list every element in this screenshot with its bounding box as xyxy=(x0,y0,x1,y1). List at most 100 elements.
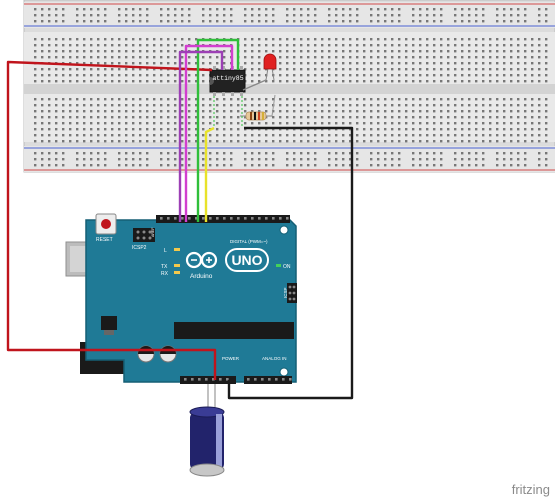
breadboard-hole xyxy=(104,74,107,77)
breadboard-hole xyxy=(496,140,499,143)
breadboard-hole xyxy=(335,104,338,107)
breadboard-hole xyxy=(545,158,548,161)
breadboard-hole xyxy=(62,158,65,161)
breadboard-hole xyxy=(405,134,408,137)
breadboard-hole xyxy=(118,152,121,155)
breadboard-hole xyxy=(41,56,44,59)
breadboard-hole xyxy=(258,164,261,167)
breadboard-hole xyxy=(503,38,506,41)
breadboard-hole xyxy=(335,140,338,143)
breadboard-hole xyxy=(160,158,163,161)
breadboard-hole xyxy=(524,128,527,131)
breadboard-hole xyxy=(202,14,205,17)
breadboard-hole xyxy=(496,122,499,125)
breadboard-hole xyxy=(440,164,443,167)
wire-red-5v xyxy=(6,60,217,380)
breadboard-hole xyxy=(328,158,331,161)
breadboard-hole xyxy=(188,62,191,65)
breadboard-hole xyxy=(342,74,345,77)
breadboard-hole xyxy=(356,20,359,23)
breadboard-hole xyxy=(412,104,415,107)
breadboard-hole xyxy=(468,62,471,65)
breadboard-hole xyxy=(545,134,548,137)
breadboard-hole xyxy=(237,128,240,131)
breadboard-hole xyxy=(384,140,387,143)
breadboard-hole xyxy=(244,38,247,41)
breadboard-hole xyxy=(321,98,324,101)
breadboard-hole xyxy=(405,50,408,53)
breadboard-hole xyxy=(447,134,450,137)
breadboard-hole xyxy=(384,158,387,161)
breadboard-hole xyxy=(419,68,422,71)
breadboard-hole xyxy=(356,62,359,65)
breadboard-hole xyxy=(496,14,499,17)
breadboard-hole xyxy=(279,134,282,137)
breadboard-hole xyxy=(447,80,450,83)
breadboard-hole xyxy=(482,44,485,47)
breadboard-hole xyxy=(433,116,436,119)
breadboard-hole xyxy=(475,152,478,155)
breadboard-hole xyxy=(328,122,331,125)
breadboard-hole xyxy=(90,80,93,83)
breadboard-hole xyxy=(328,98,331,101)
breadboard-hole xyxy=(377,98,380,101)
breadboard-hole xyxy=(146,8,149,11)
breadboard-hole xyxy=(83,14,86,17)
breadboard-hole xyxy=(195,38,198,41)
breadboard-hole xyxy=(230,152,233,155)
breadboard-hole xyxy=(76,152,79,155)
breadboard-hole xyxy=(335,14,338,17)
breadboard-hole xyxy=(76,98,79,101)
breadboard-hole xyxy=(286,20,289,23)
breadboard-hole xyxy=(440,44,443,47)
breadboard-hole xyxy=(293,122,296,125)
breadboard-hole xyxy=(454,74,457,77)
breadboard-hole xyxy=(118,134,121,137)
breadboard-hole xyxy=(153,74,156,77)
breadboard-hole xyxy=(293,116,296,119)
breadboard-hole xyxy=(55,104,58,107)
breadboard-hole xyxy=(377,50,380,53)
breadboard-hole xyxy=(426,158,429,161)
breadboard-hole xyxy=(202,104,205,107)
breadboard-hole xyxy=(34,134,37,137)
breadboard-hole xyxy=(62,110,65,113)
breadboard-hole xyxy=(69,104,72,107)
breadboard-hole xyxy=(314,116,317,119)
breadboard-hole xyxy=(531,134,534,137)
breadboard-hole xyxy=(524,140,527,143)
breadboard-hole xyxy=(83,110,86,113)
breadboard-hole xyxy=(370,62,373,65)
breadboard-hole xyxy=(41,128,44,131)
breadboard-hole xyxy=(538,128,541,131)
breadboard-hole xyxy=(286,14,289,17)
header-pin xyxy=(212,378,215,381)
breadboard-hole xyxy=(146,122,149,125)
breadboard-hole xyxy=(419,38,422,41)
breadboard-hole xyxy=(90,140,93,143)
breadboard-hole xyxy=(216,20,219,23)
breadboard-hole xyxy=(132,116,135,119)
breadboard-hole xyxy=(503,74,506,77)
breadboard-hole xyxy=(181,80,184,83)
breadboard-hole xyxy=(167,44,170,47)
breadboard-hole xyxy=(538,38,541,41)
reset-button-cap[interactable] xyxy=(101,219,111,229)
breadboard-hole xyxy=(251,80,254,83)
breadboard-hole xyxy=(426,140,429,143)
breadboard-hole xyxy=(538,122,541,125)
breadboard-hole xyxy=(370,50,373,53)
breadboard-hole xyxy=(468,56,471,59)
breadboard-hole xyxy=(300,62,303,65)
breadboard-hole xyxy=(489,50,492,53)
breadboard-hole xyxy=(216,116,219,119)
breadboard-hole xyxy=(349,158,352,161)
breadboard-hole xyxy=(223,104,226,107)
breadboard-hole xyxy=(125,164,128,167)
breadboard-hole xyxy=(90,128,93,131)
breadboard-hole xyxy=(447,44,450,47)
breadboard-hole xyxy=(447,104,450,107)
breadboard-hole xyxy=(370,68,373,71)
breadboard-hole xyxy=(363,110,366,113)
breadboard-hole xyxy=(153,140,156,143)
